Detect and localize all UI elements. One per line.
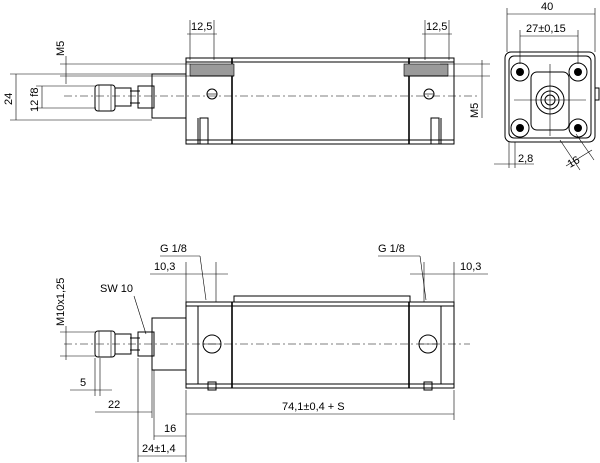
dim-hole-pitch: 27±0,15 — [526, 23, 566, 35]
dim-rod-12f8: 12 f8 — [29, 88, 41, 112]
dim-port-dist-right: 10,3 — [460, 261, 481, 273]
screw-top-left — [510, 62, 530, 82]
dim-side-top-right: 12,5 — [426, 21, 447, 33]
screw-top-right — [568, 62, 588, 82]
dim-24-tolerance: 24±1,4 — [142, 443, 176, 455]
dim-offset-2-8: 2,8 — [518, 153, 533, 165]
end-view: 40 27±0,15 2,8 16 — [494, 1, 600, 171]
dim-5: 5 — [80, 377, 86, 389]
dim-end-width-40: 40 — [541, 1, 553, 13]
rod-nut — [94, 84, 116, 112]
dim-side-top-left: 12,5 — [191, 21, 212, 33]
label-port-left: G 1/8 — [160, 243, 187, 255]
label-port-right: G 1/8 — [378, 243, 405, 255]
dim-height-24: 24 — [3, 93, 15, 105]
dim-22: 22 — [108, 399, 120, 411]
dim-m5-left: M5 — [55, 41, 67, 56]
screw-bottom-right — [568, 118, 588, 138]
side-view-top: 12,5 12,5 M5 24 12 f8 M5 — [3, 20, 490, 145]
thread-section-right — [403, 63, 449, 77]
dim-16: 16 — [164, 423, 176, 435]
piston-rod-bottom — [151, 317, 187, 371]
label-wrench-sw10: SW 10 — [100, 283, 133, 295]
piston-rod — [151, 73, 187, 119]
thread-section-left — [189, 63, 235, 77]
dim-m5-right: M5 — [469, 103, 481, 118]
dim-thread-m10: M10x1,25 — [55, 278, 67, 326]
dim-port-dist-left: 10,3 — [154, 261, 175, 273]
dim-body-length: 74,1±0,4 + S — [282, 401, 345, 413]
side-view-bottom: G 1/8 10,3 G 1/8 10,3 M10x1,25 SW 10 5 2… — [55, 243, 488, 462]
cylinder-body-bottom — [185, 301, 455, 389]
dim-flat-16: 16 — [566, 154, 583, 171]
screw-bottom-left — [510, 118, 530, 138]
